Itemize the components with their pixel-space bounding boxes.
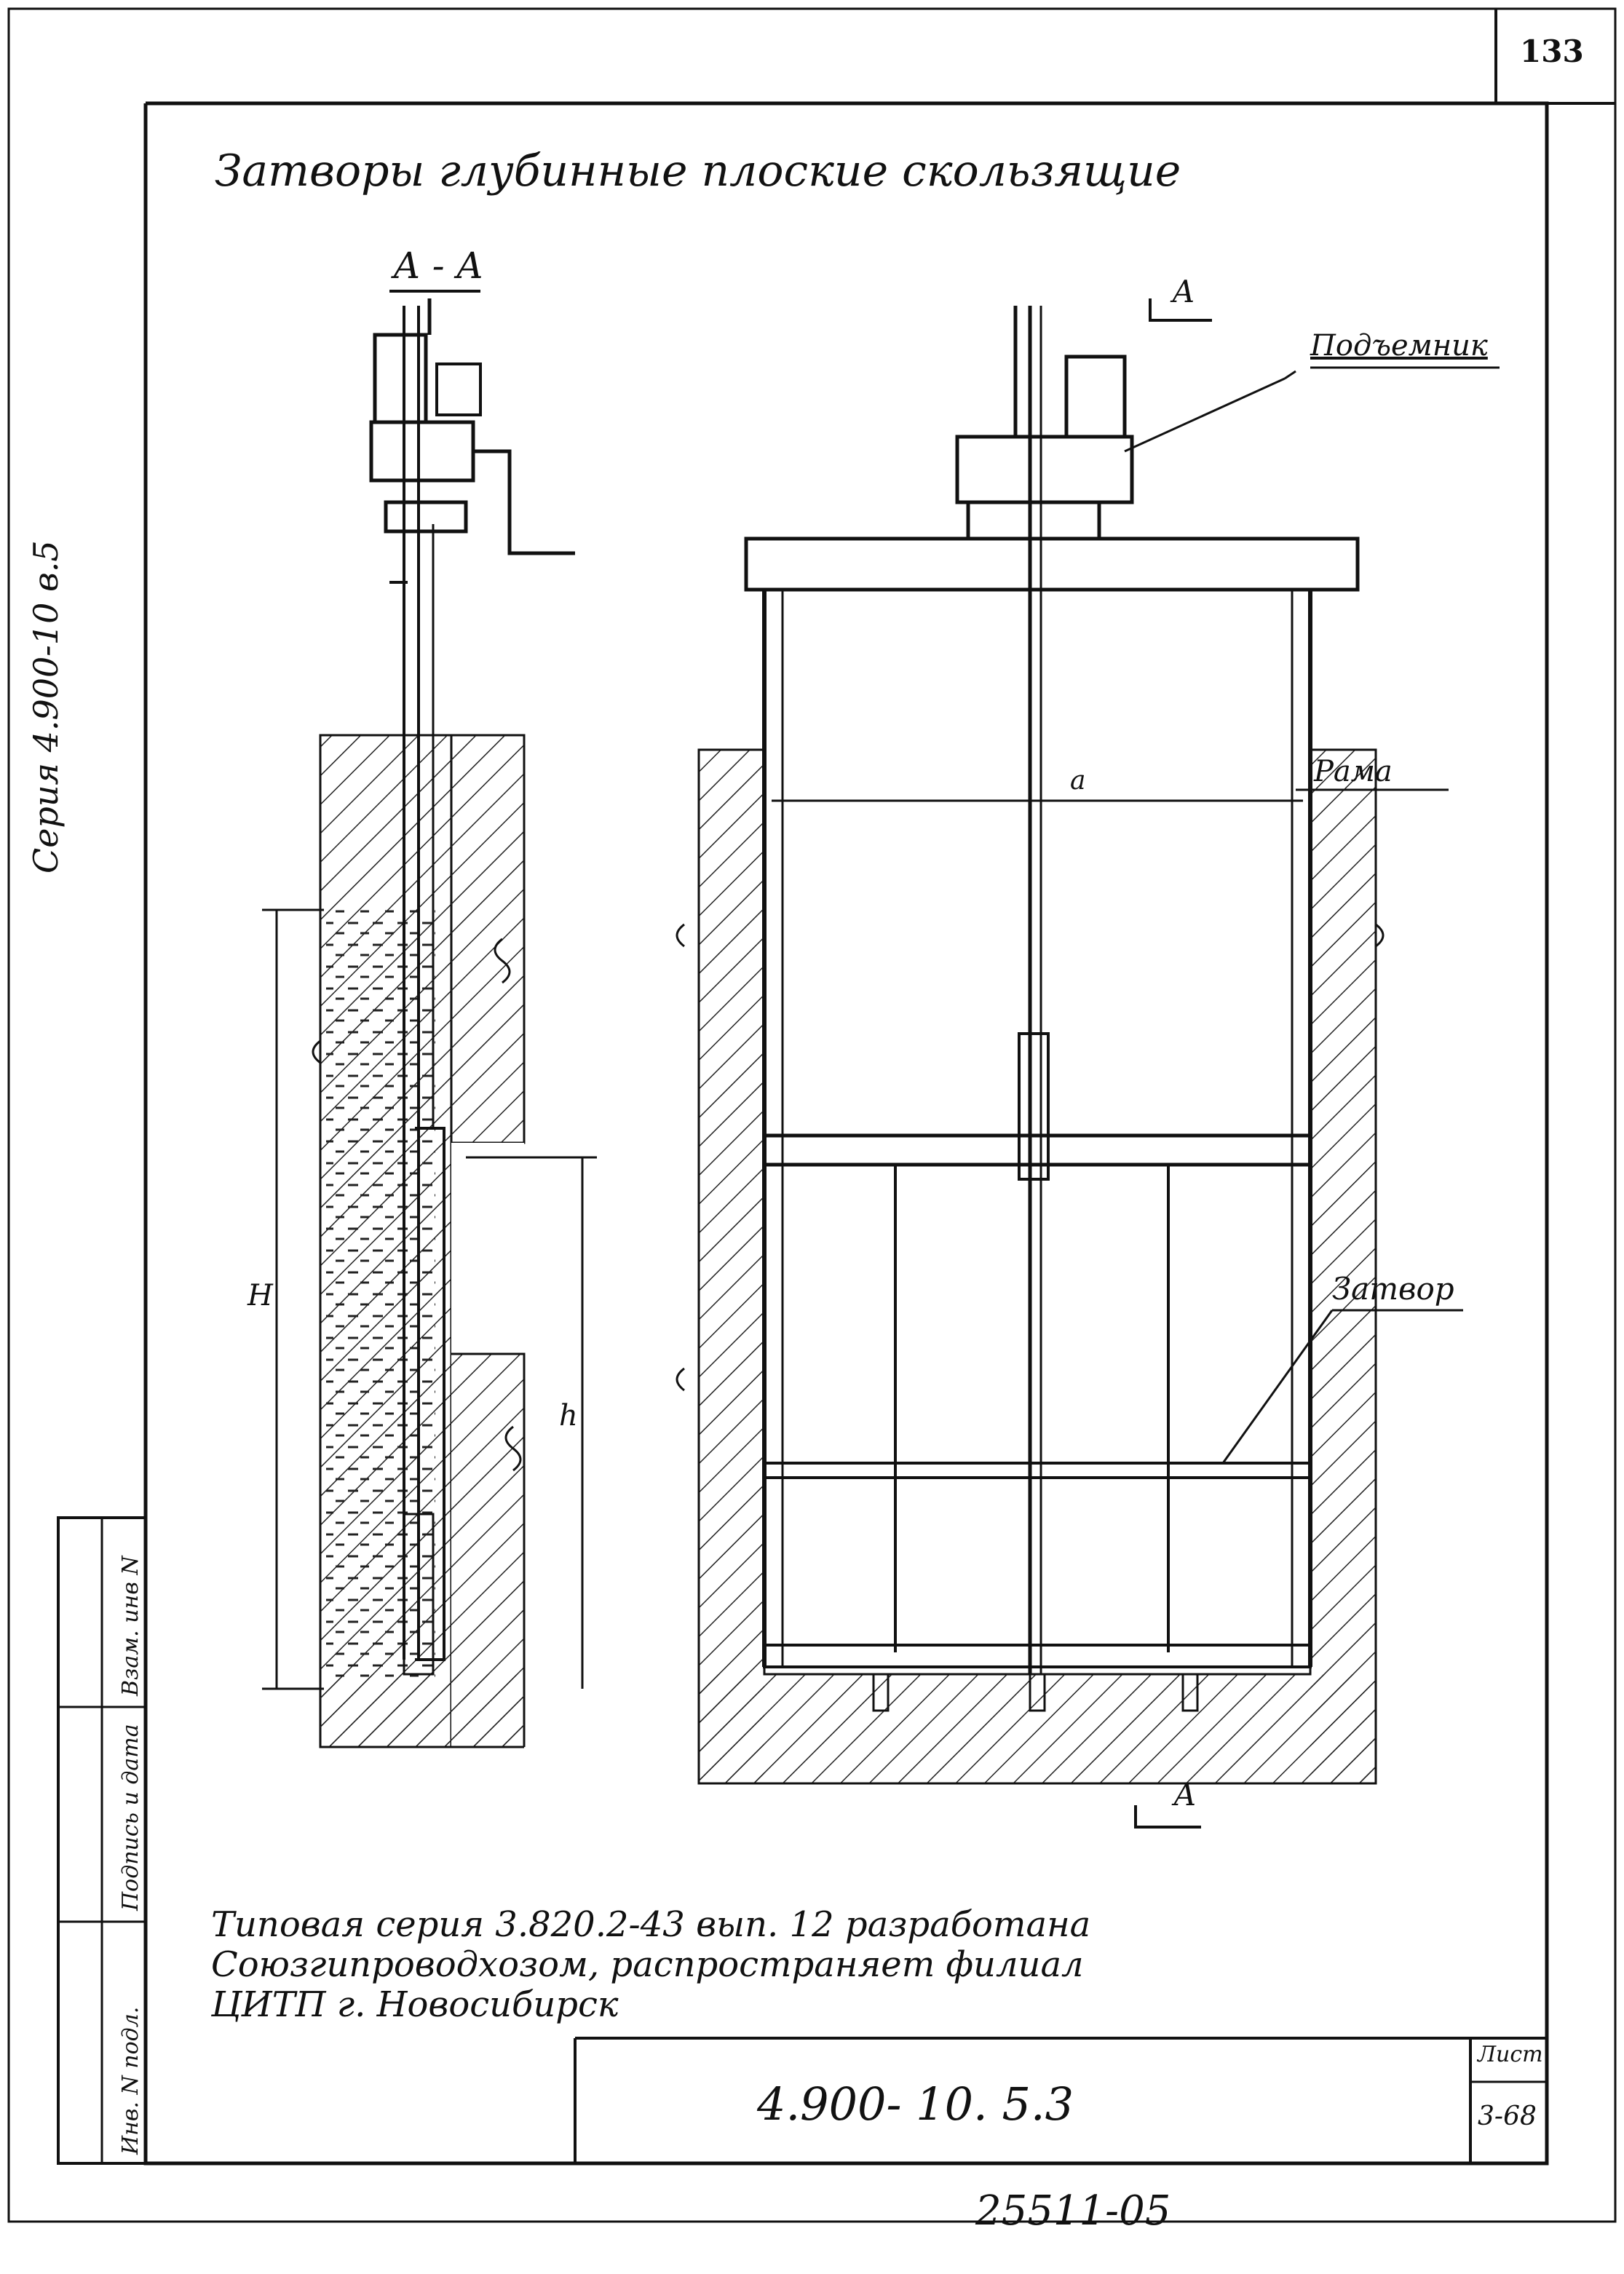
drawing-frame [143,101,1549,2166]
frame-label: Рама [1314,755,1393,788]
stamp-sheet-header: Лист [1478,2042,1543,2067]
right-wall-hatch-upper [451,735,524,1143]
handwritten-number: 25511-05 [975,2187,1171,2235]
dim-a-label: а [1070,766,1086,796]
dim-h-label: h [559,1399,578,1433]
side-col-inv: Инв. N подл. [118,2006,143,2155]
page-number: 133 [1520,33,1584,69]
sheet-title: Затворы глубинные плоские скользящие [215,146,1181,197]
side-stamp [57,1516,147,2165]
front-view [389,290,1500,1829]
stamp-code: 4.900- 10. 5.3 [757,2077,1074,2131]
side-col-replace: Взам. инв N [118,1556,143,1696]
section-mark-bottom: А [1173,1777,1197,1813]
title-block [574,2037,1547,2163]
stamp-sheet-value: 3-68 [1478,2101,1537,2131]
gate-label: Затвор [1332,1271,1454,1307]
note-line-2: Союзгипроводхозом, распространяет филиал [211,1944,1084,1985]
page-number-box [1494,9,1615,105]
section-title: А - А [393,245,484,287]
note-line-3: ЦИТП г. Новосибирск [211,1984,619,2025]
outer-border [7,7,1617,2223]
note-line-1: Типовая серия 3.820.2-43 вып. 12 разрабо… [211,1904,1091,1945]
side-col-signature: Подпись и дата [118,1724,143,1911]
hoist-label: Подъемник [1310,329,1488,363]
series-label: Серия 4.900-10 в.5 [26,540,66,873]
section-mark-top: А [1172,274,1195,309]
dim-H-label: H [247,1279,273,1312]
section-view-a-a [262,298,597,1748]
